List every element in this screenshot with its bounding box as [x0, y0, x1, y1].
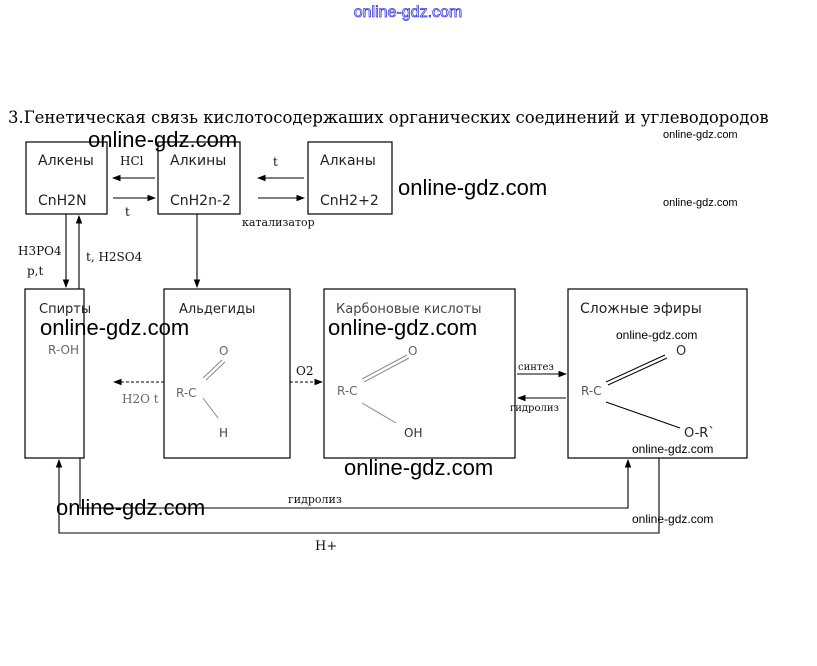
watermark: online-gdz.com — [344, 455, 493, 480]
label-synthesis: синтез — [518, 362, 554, 373]
diagram-title: 3.Генетическая связь кислотосодержаших о… — [8, 108, 769, 127]
watermark: online-gdz.com — [40, 315, 189, 340]
alkynes-formula: CnH2n-2 — [170, 193, 231, 209]
ester-or: O-R` — [684, 426, 715, 441]
alkenes-formula: CnH2N — [38, 193, 87, 209]
label-catalyst: катализатор — [242, 216, 315, 229]
acid-rc: R-C — [337, 384, 358, 398]
box-acids — [323, 288, 516, 459]
aldehyde-o: O — [219, 344, 228, 358]
ester-rc: R-C — [581, 384, 602, 398]
label-h2o: H2O t — [122, 392, 159, 406]
label-t2: t — [273, 155, 278, 169]
alcohols-label: Спирты — [39, 302, 91, 317]
alkenes-label: Алкены — [38, 153, 94, 169]
arrow-esters-to-alcohols — [55, 458, 660, 534]
label-h2so4: t, H2SO4 — [86, 250, 143, 264]
watermark: online-gdz.com — [56, 495, 205, 520]
aldehyde-rc: R-C — [176, 386, 197, 400]
box-esters — [567, 288, 748, 459]
label-h-plus: H+ — [315, 539, 337, 554]
acid-o: O — [408, 344, 417, 358]
watermark: online-gdz.com — [328, 315, 477, 340]
watermark: online-gdz.com — [632, 442, 713, 456]
label-hydrolysis-bottom: гидролиз — [288, 493, 342, 506]
acids-label: Карбоновые кислоты — [336, 302, 481, 317]
box-alkynes — [157, 141, 241, 215]
box-aldehydes — [163, 288, 291, 459]
alkanes-formula: CnH2+2 — [320, 193, 379, 209]
watermark-top: online-gdz.com — [354, 4, 463, 21]
aldehydes-label: Альдегиды — [179, 302, 255, 317]
esters-label: Сложные эфиры — [580, 301, 702, 317]
watermark: online-gdz.com — [398, 175, 547, 200]
label-h3po4: H3PO4 — [18, 244, 62, 258]
box-alcohols — [24, 288, 85, 459]
alkynes-label: Алкины — [170, 153, 226, 169]
watermark: online-gdz.com — [663, 197, 738, 209]
aldehyde-h: H — [219, 426, 228, 440]
label-hydrolysis: гидролиз — [510, 403, 559, 414]
watermark: online-gdz.com — [663, 129, 738, 141]
ester-o: O — [676, 344, 686, 359]
label-pt: p,t — [27, 264, 43, 278]
watermark: online-gdz.com — [632, 512, 713, 526]
alcohols-formula: R-OH — [48, 343, 79, 357]
watermark: online-gdz.com — [88, 127, 237, 152]
alkanes-label: Алканы — [320, 153, 376, 169]
label-hcl: HCl — [120, 154, 144, 168]
label-t1: t — [125, 205, 130, 219]
watermark: online-gdz.com — [616, 328, 697, 342]
box-alkanes — [307, 141, 393, 215]
label-o2: O2 — [296, 364, 313, 378]
acid-oh: OH — [404, 426, 422, 440]
arrow-alcohols-to-esters — [79, 458, 632, 509]
